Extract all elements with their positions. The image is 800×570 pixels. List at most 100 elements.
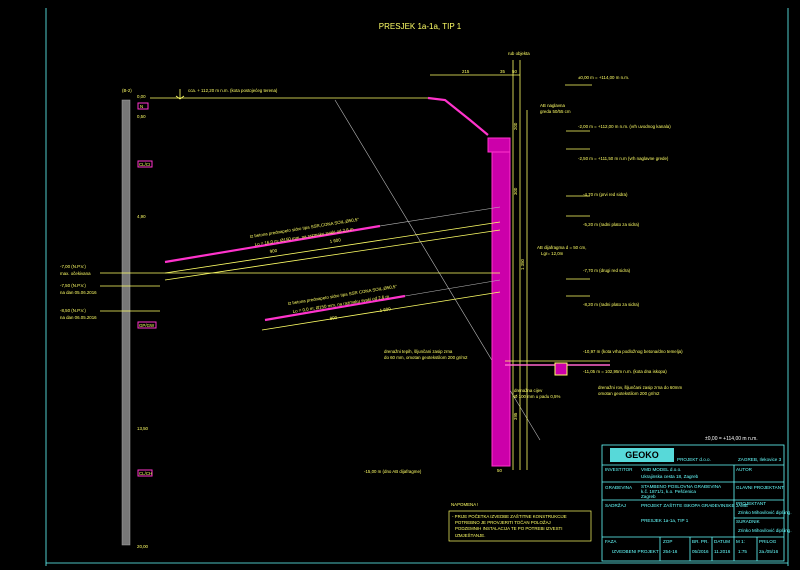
- title-block: [601, 444, 785, 562]
- beam-label: AB naglavna: [540, 103, 565, 108]
- anchor-dim: 1 600: [329, 237, 341, 244]
- prilog-label: PRILOG: [759, 539, 777, 544]
- mjerilo-label: M 1:: [736, 539, 745, 544]
- anchor-2-free: [404, 279, 501, 297]
- wall-dim: 1 350: [520, 258, 525, 270]
- gradjevina-label: GRAĐEVINA: [605, 485, 633, 490]
- br-pr-value: 05/2016: [692, 549, 709, 554]
- mjerilo-value: 1:75: [738, 549, 747, 554]
- water-level: -7,00 (N.P.V.): [60, 264, 86, 269]
- projektant-label: PROJEKTANT: [736, 501, 766, 506]
- layer-tag: N: [140, 104, 143, 109]
- water-level-note: na dan 06.05.2016: [60, 315, 97, 320]
- level-label: -10,97 m (kota vrha podložnog betona/dno…: [583, 349, 683, 354]
- drain-pipe-label: drenažna cijev: [514, 388, 543, 393]
- br-pr-label: BR. PR.: [692, 539, 709, 544]
- borehole-depth: 13,50: [137, 426, 149, 431]
- level-label: -2,00 m = +112,00 m n.m. (vrh uvodnog ka…: [578, 124, 671, 129]
- dim-50: 50: [512, 69, 517, 74]
- borehole-column: [121, 99, 131, 546]
- faza-label: FAZA: [605, 539, 617, 544]
- note-line: PODZEMNIH INSTALACIJA TE PO POTREBI IZVE…: [455, 526, 562, 531]
- wall-dim: 50: [497, 468, 502, 473]
- investitor: VMD MODEL d.o.o.: [641, 467, 681, 472]
- suradnik: Zrinko Mihovilović dipl.ing.: [738, 528, 792, 533]
- wall-dim: 200: [513, 122, 518, 130]
- water-level: -8,50 (N.P.V.): [60, 308, 86, 313]
- wall-dim: 300: [513, 187, 518, 195]
- borehole-depth: 0,00: [137, 94, 146, 99]
- drawing-title: PRESJEK 1a-1a, TIP 1: [379, 22, 462, 31]
- projektant: Zrinko Mihovilović dipl.ing.: [738, 510, 792, 515]
- company-logo: [610, 448, 674, 462]
- anchor-dim: 900: [269, 248, 278, 254]
- diaphragm-label: Lgr= 12,0m: [541, 251, 564, 256]
- sadrzaj: PROJEKT ZAŠTITE ISKOPA GRAĐEVINSKE JAME: [641, 502, 748, 508]
- glavni-projektant-label: GLAVNI PROJEKTANT: [736, 485, 784, 490]
- gradjevina: STAMBENO POSLOVNA GRAĐEVINA: [641, 484, 722, 489]
- borehole-depth: 0,50: [137, 114, 146, 119]
- level-markers: [565, 84, 592, 297]
- anchor-dim: 800: [329, 315, 338, 321]
- sadrzaj-label: SADRŽAJ: [605, 501, 626, 508]
- layer-tag: GP/GW: [139, 323, 155, 328]
- capping-beam: [487, 137, 511, 153]
- anchor-2-dim: [261, 291, 501, 331]
- borehole-depth: 20,00: [137, 544, 149, 549]
- drain-trench-label: drenažni rov, šljunčani zasip zrna do 60…: [598, 385, 682, 390]
- company-address: ZAGREB, Ilekovice 3: [738, 457, 782, 462]
- note-heading: NAPOMENA !: [451, 502, 478, 507]
- level-label: -11,05 m = 102,95m n.m. (kota dna iskopa…: [583, 369, 667, 374]
- borehole-depth: 4,90: [137, 214, 146, 219]
- level-label: -15,00 m (dno AB dijafragme): [364, 469, 422, 474]
- zop-label: ZOP: [663, 539, 672, 544]
- level-label: -8,20 m (radni plato za sidra): [583, 302, 640, 307]
- layer-tag: CL/CH: [139, 471, 152, 476]
- anchor-2-grout: [264, 294, 406, 322]
- rub-objekta-label: rub objekta: [508, 51, 530, 56]
- wall-dim: 395: [513, 412, 518, 420]
- note-line: - PRIJE POČETKA IZVEDBE ZAŠTITNE KONSTRU…: [452, 514, 567, 519]
- investitor-label: INVESTITOR: [605, 467, 633, 472]
- anchor-1-dim: [164, 229, 501, 281]
- borehole-id: (B-2): [122, 88, 132, 93]
- level-label: -4,70 m (prvi red sidra): [583, 192, 628, 197]
- layer-tag: CL/CI: [139, 162, 150, 167]
- drain-pipe-label: Ø 100 mm u padu 0,5%: [514, 394, 560, 399]
- faza-value: IZVEDBENI PROJEKT: [612, 549, 659, 554]
- drain-layer-label: drenažni tepih, šljunčani zasip zrna: [384, 349, 453, 354]
- zop-value: 254-16: [663, 549, 678, 554]
- autor-label: AUTOR: [736, 467, 753, 472]
- note-line: POTREBNO JE PROVJERITI TOČAN POLOŽAJ: [455, 520, 551, 525]
- drain-trench-label: omotan geotekstilom 200 gr/m2: [598, 391, 660, 396]
- level-label: -2,50 m = +111,50 m n.m (vrh naglavne gr…: [578, 156, 669, 161]
- anchor-dim: 1 600: [379, 306, 391, 313]
- logo-text: GEOKO: [625, 450, 659, 460]
- company-name: PROJEKT d.o.o.: [677, 457, 711, 462]
- datum-label: DATUM: [714, 539, 730, 544]
- excavation-slope: [427, 96, 489, 136]
- datum-value: 11.2016: [714, 549, 731, 554]
- beam-label: greda 50/55 cm: [540, 109, 571, 114]
- diaphragm-wall: [491, 149, 511, 467]
- suradnik-label: SURADNIK: [736, 519, 761, 524]
- water-level: -7,50 (N.P.V.): [60, 283, 86, 288]
- terrain-label: cca. + 112,20 m n.m. (kota postojećeg te…: [188, 88, 278, 93]
- gradjevina: k.č. 1871/1, k.o. Pešćenica: [641, 489, 696, 494]
- prilog-value: 2a./05/16: [759, 549, 779, 554]
- investitor: Ukrajinska cesta 18, Zagreb: [641, 474, 699, 479]
- level-label: ±0,00 m = +114,00 m n.m.: [578, 75, 629, 80]
- level-label: -5,20 m (radni plato za sidra): [583, 222, 640, 227]
- dim-215: 215: [462, 69, 470, 74]
- diaphragm-label: AB dijafragma d = 50 cm,: [537, 245, 586, 250]
- water-level-note: na dan 05.06.2016: [60, 290, 97, 295]
- drain-trench: [554, 362, 568, 376]
- level-marker-icon: [175, 89, 185, 100]
- drain-layer-label: do 60 mm, omotan geotekstilom 200 gr/m2: [384, 355, 468, 360]
- reference-level: ±0,00 = +114,00 m n.m.: [705, 436, 758, 442]
- water-level-note: max. očekivana: [60, 271, 91, 276]
- anchor-1-free: [379, 206, 501, 227]
- dim-35: 35: [500, 69, 505, 74]
- note-line: IZMJEŠTANJE.: [455, 533, 485, 538]
